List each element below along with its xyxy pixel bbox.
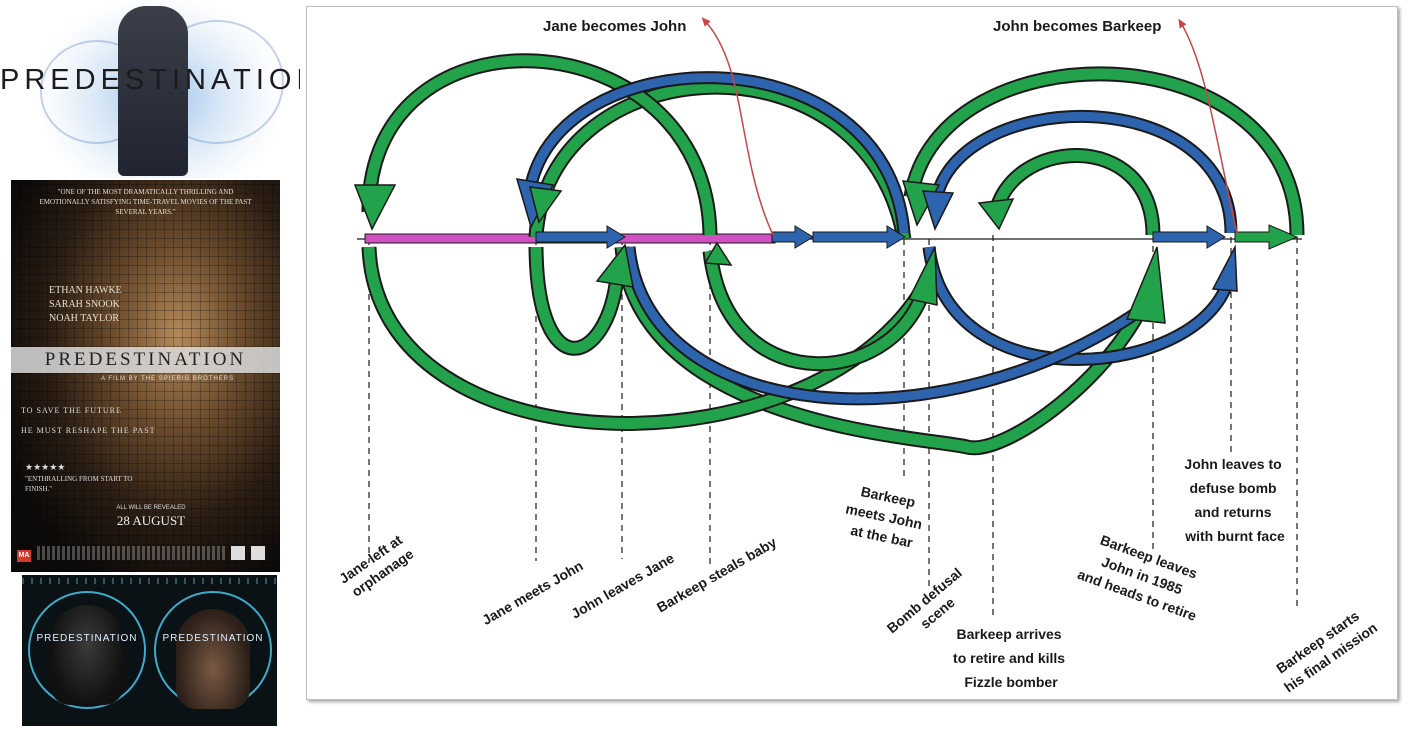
arrowhead-green [907,246,938,306]
arrowhead-blue [921,190,955,231]
timeline-arrow-green [1234,224,1299,250]
poster-right-title: PREDESTINATION [162,633,264,644]
qr-code-icon [231,546,245,560]
green-loop [530,81,910,240]
poster-predestination-top: PREDESTINATION [0,0,300,178]
svg-text:Barkeep starts his fin: Barkeep starts his final mission [1270,603,1381,695]
red-arrow-john-becomes-barkeep [1178,18,1238,234]
label-jane-becomes-john: Jane becomes John [543,18,686,35]
poster-predestination-double: PREDESTINATION PREDESTINATION [22,575,277,726]
poster-reveal: ALL WILL BE REVEALED [116,505,186,511]
event-label-final-mission: Barkeep starts his final mission [1270,603,1381,695]
poster-cast-2: SARAH SNOOK [49,299,120,310]
poster-byline: A FILM BY THE SPIERIG BROTHERS [101,376,235,382]
timeline-arrow-blue [812,225,906,249]
green-loops [361,53,1305,456]
event-line: Fizzle bomber [964,674,1058,690]
loop-arrowheads [353,178,1238,324]
arrowhead-blue [1211,244,1238,292]
event-line: with burnt face [1184,528,1285,544]
blue-loop-outline [522,71,911,234]
arrowhead-green [977,198,1015,231]
event-label-arrives-retire: Barkeep arrives to retire and kills Fizz… [953,626,1069,690]
svg-text:Barkeep meets John: Barkeep meets John at the bar [840,481,932,553]
green-loop [905,68,1303,236]
green-loop-outline [702,250,935,372]
timeline-arrows [535,224,1299,250]
poster-cast-1: ETHAN HAWKE [49,285,122,296]
blue-loop-outline [928,110,1238,234]
blue-loops [522,71,1238,406]
event-line: Barkeep steals baby [654,534,779,616]
poster-review: "ENTHRALLING FROM START TO FINISH." [25,475,133,493]
poster-circle [28,591,146,709]
poster-tagline-2: HE MUST RESHAPE THE PAST [21,426,156,435]
svg-text:Jane left at orphanage: Jane left at orphanage [336,529,419,601]
qr-code-icon [251,546,265,560]
poster-title: PREDESTINATION [0,64,300,96]
green-loop-outline [987,148,1161,236]
poster-figure [118,6,188,176]
svg-text:Barkeep arrives to ret: Barkeep arrives to retire and kills Fizz… [953,626,1069,690]
arrowhead-green [353,184,397,231]
event-line: and returns [1195,504,1272,520]
event-line: John leaves to [1184,456,1281,472]
blue-loop [524,73,909,234]
poster-cast-3: NOAH TAYLOR [49,313,120,324]
poster-ticks [22,578,277,584]
arrowhead-green [1125,246,1166,324]
poster-main-title: PREDESTINATION [11,347,280,373]
svg-text:John leaves to defuse: John leaves to defuse bomb and returns w… [1184,456,1285,544]
arrowhead-green [528,186,563,224]
poster-left-half: PREDESTINATION [22,575,149,726]
timeline-arrow-blue [771,225,814,249]
poster-face [50,605,124,705]
poster-stars: ★★★★★ [25,462,66,472]
event-line: defuse bomb [1189,480,1276,496]
arrowhead-green [595,243,634,288]
timeline-diagram: Jane becomes John John becomes Barkeep J… [306,6,1398,700]
svg-text:Jane meets John: Jane meets John [479,557,585,628]
event-label-orphanage: Jane left at orphanage [336,529,419,601]
timeline-diagram-svg: Jane becomes John John becomes Barkeep J… [336,17,1381,695]
blue-loop [924,246,1234,364]
event-line: to retire and kills [953,650,1065,666]
poster-release-date: 28 AUGUST [116,513,186,528]
poster-fineprint [37,546,227,560]
blue-loop [624,246,1148,404]
green-loop [704,250,933,370]
event-label-steals-baby: Barkeep steals baby [654,534,779,616]
event-line: Jane meets John [479,557,585,628]
arrowhead-green [703,241,733,266]
event-label-meets-at-bar: Barkeep meets John at the bar [840,481,932,553]
green-loop [530,246,623,354]
poster-predestination-main: "ONE OF THE MOST DRAMATICALLY THRILLING … [11,180,280,572]
blue-loop [930,112,1236,234]
event-label-jane-meets-john: Jane meets John [479,557,585,628]
event-label-defuse-bomb: John leaves to defuse bomb and returns w… [1184,456,1285,544]
poster-quote: "ONE OF THE MOST DRAMATICALLY THRILLING … [39,188,252,216]
timeline-arrow-blue [535,225,626,249]
poster-right-half: PREDESTINATION [150,575,277,726]
red-arrow-jane-becomes-john [701,17,774,236]
label-john-becomes-barkeep: John becomes Barkeep [993,18,1161,35]
green-loop [989,150,1159,236]
svg-text:Barkeep steals baby: Barkeep steals baby [654,534,779,616]
poster-rating-badge: MA [17,550,31,562]
poster-face [176,609,250,709]
poster-left-title: PREDESTINATION [36,633,138,644]
poster-tagline-1: TO SAVE THE FUTURE [21,406,122,415]
green-loop [616,246,1159,454]
event-line: Barkeep arrives [957,626,1062,642]
timeline-arrow-blue [1152,225,1226,249]
green-loop [363,55,716,236]
